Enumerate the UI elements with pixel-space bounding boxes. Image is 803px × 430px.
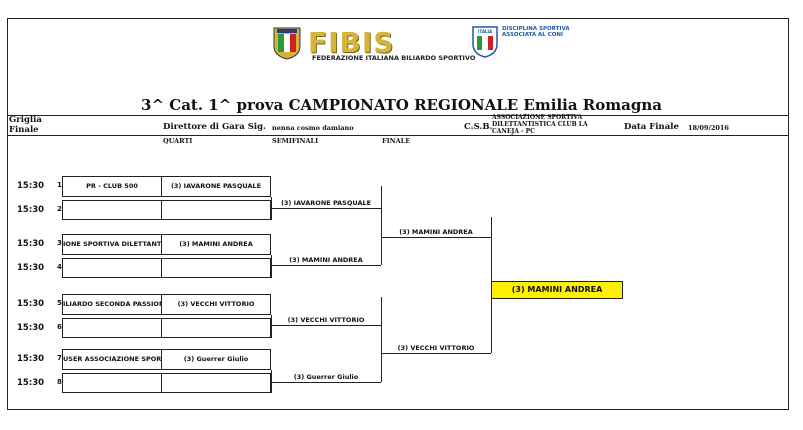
club-cell	[62, 373, 162, 393]
col-finale: FINALE	[382, 137, 411, 145]
slot-number: 1	[57, 181, 62, 189]
winner-box: (3) MAMINI ANDREA	[491, 281, 623, 299]
page-title: 3^ Cat. 1^ prova CAMPIONATO REGIONALE Em…	[141, 96, 662, 114]
bracket-line	[271, 370, 272, 393]
bracket-sheet-frame	[7, 18, 789, 410]
slot-number: 8	[57, 378, 62, 386]
final-line	[381, 353, 491, 354]
player-cell: (3) IAVARONE PASQUALE	[161, 176, 271, 197]
club-name: ILIARDO SECONDA PASSIONE	[63, 300, 161, 308]
coni-badge-text: ITALIA	[478, 29, 493, 34]
info-top-divider	[7, 115, 789, 116]
semifinal-line	[271, 325, 381, 326]
club-name: PR - CLUB 500	[86, 182, 138, 190]
player-cell	[161, 318, 271, 338]
slot-time: 15:30	[17, 181, 45, 191]
player-cell	[161, 258, 271, 278]
info-bottom-divider	[7, 135, 789, 136]
data-finale-value: 18/09/2016	[688, 124, 729, 132]
player-name: (3) VECCHI VITTORIO	[177, 300, 255, 308]
player-cell	[161, 373, 271, 393]
semifinal-player: (3) IAVARONE PASQUALE	[280, 199, 372, 207]
player-cell: (3) VECCHI VITTORIO	[161, 294, 271, 315]
bracket-line	[271, 255, 272, 278]
slot-number: 7	[57, 354, 62, 362]
player-cell	[161, 200, 271, 220]
slot-time: 15:30	[17, 239, 45, 249]
player-name: (3) IAVARONE PASQUALE	[170, 182, 262, 190]
player-name: (3) MAMINI ANDREA	[179, 240, 253, 248]
slot-number: 3	[57, 239, 62, 247]
final-player: (3) VECCHI VITTORIO	[397, 344, 475, 352]
player-name: (3) Guerrer Giulio	[183, 355, 249, 363]
slot-time: 15:30	[17, 263, 45, 273]
slot-number: 4	[57, 263, 62, 271]
final-player: (3) MAMINI ANDREA	[399, 228, 473, 236]
fibis-subtitle: FEDERAZIONE ITALIANA BILIARDO SPORTIVO	[312, 54, 476, 62]
slot-time: 15:30	[17, 299, 45, 309]
final-line	[381, 237, 491, 238]
slot-number: 5	[57, 299, 62, 307]
bracket-line	[271, 315, 272, 338]
club-name: IONE SPORTIVA DILETTANTI	[63, 240, 161, 248]
club-cell	[62, 200, 162, 220]
slot-number: 2	[57, 205, 62, 213]
coni-shield-icon: ITALIA	[472, 26, 498, 58]
club-cell: ILIARDO SECONDA PASSIONE	[62, 294, 162, 315]
club-cell: IONE SPORTIVA DILETTANTI	[62, 234, 162, 255]
semifinal-line	[271, 265, 381, 266]
slot-time: 15:30	[17, 354, 45, 364]
semifinal-player: (3) MAMINI ANDREA	[289, 256, 363, 264]
player-cell: (3) MAMINI ANDREA	[161, 234, 271, 255]
fibis-shield-icon	[273, 27, 301, 60]
semifinal-line	[271, 208, 381, 209]
semifinal-line	[271, 382, 381, 383]
bracket-line	[381, 297, 382, 382]
slot-time: 15:30	[17, 378, 45, 388]
fibis-logo-text: FIBIS	[308, 26, 395, 59]
club-cell: PR - CLUB 500	[62, 176, 162, 197]
csb-value: ASSOCIAZIONE SPORTIVA DILETTANTISTICA CL…	[492, 114, 588, 135]
club-name: USER ASSOCIAZIONE SPORTIV	[63, 355, 161, 363]
club-cell: USER ASSOCIAZIONE SPORTIV	[62, 349, 162, 370]
semifinal-player: (3) Guerrer Giulio	[293, 373, 359, 381]
col-semifinali: SEMIFINALI	[272, 137, 319, 145]
data-finale-label: Data Finale	[624, 122, 679, 132]
slot-number: 6	[57, 323, 62, 331]
direttore-label: Direttore di Gara Sig.	[163, 122, 266, 132]
bracket-line	[381, 186, 382, 265]
header-logos: FIBIS FEDERAZIONE ITALIANA BILIARDO SPOR…	[272, 24, 572, 66]
club-cell	[62, 318, 162, 338]
finale-label: Finale	[9, 125, 39, 135]
csb-label: C.S.B.	[464, 122, 493, 132]
slot-time: 15:30	[17, 205, 45, 215]
club-cell	[62, 258, 162, 278]
player-cell: (3) Guerrer Giulio	[161, 349, 271, 370]
direttore-value: nenna cosmo damiano	[272, 124, 354, 132]
coni-text: DISCIPLINA SPORTIVA ASSOCIATA AL CONI	[502, 26, 570, 38]
griglia-label: Griglia	[9, 115, 42, 125]
slot-time: 15:30	[17, 323, 45, 333]
col-quarti: QUARTI	[163, 137, 193, 145]
semifinal-player: (3) VECCHI VITTORIO	[287, 316, 365, 324]
